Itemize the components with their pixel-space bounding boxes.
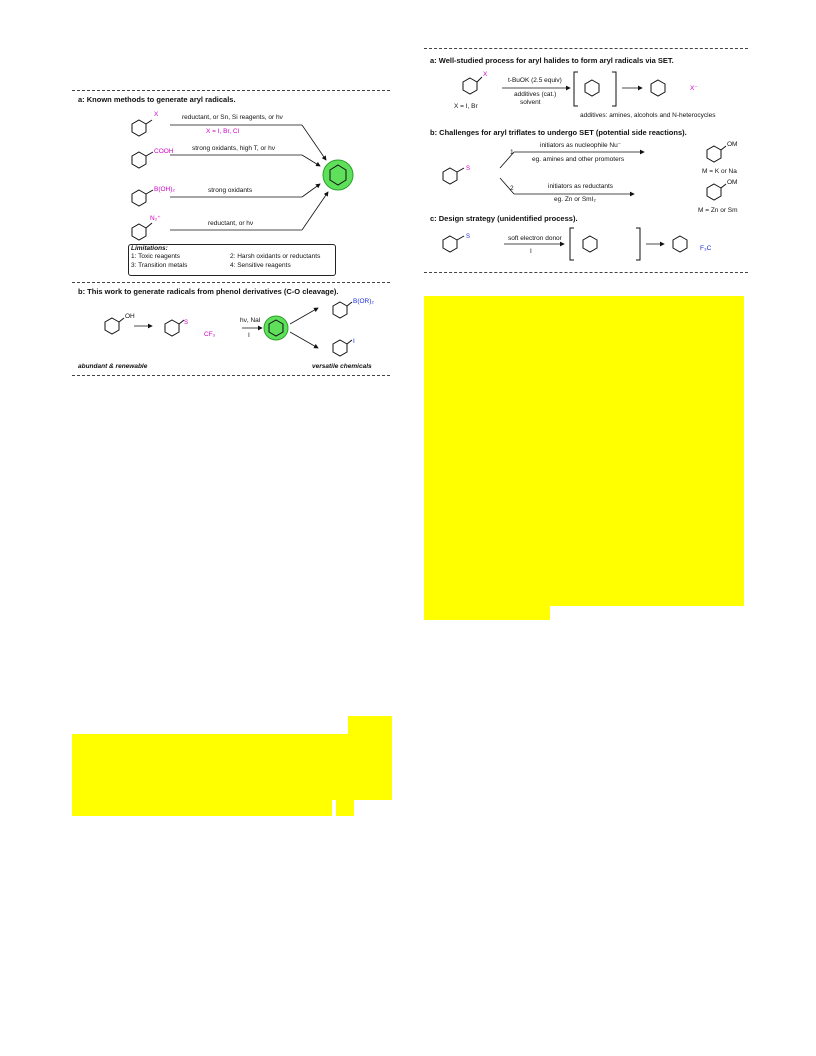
c-cond-bottom: I	[530, 248, 532, 255]
aryl-halide-structure	[131, 119, 153, 137]
path2-product-m: M = Zn or Sm	[698, 207, 738, 214]
left-figure: a: Known methods to generate aryl radica…	[72, 88, 392, 380]
x-label: X	[483, 71, 488, 78]
benzoic-acid-structure	[131, 151, 154, 169]
path1-product-m: M = K or Na	[702, 168, 737, 175]
caption-left: abundant & renewable	[78, 363, 148, 370]
divider	[72, 375, 390, 376]
highlight-block-left-end	[336, 800, 354, 816]
panel-b-title: b: Challenges for aryl triflates to unde…	[430, 128, 687, 137]
om-bottom: OM	[727, 179, 738, 186]
caption-right: versatile chemicals	[312, 363, 372, 370]
highlight-block-left-head	[348, 716, 392, 734]
panel-c-title: c: Design strategy (unidentified process…	[430, 214, 578, 223]
diazonium-structure	[131, 222, 153, 241]
lim4: 4: Sensitive reagents	[230, 262, 291, 269]
cond-top: hν, NaI	[240, 317, 261, 324]
cond-bottom: solvent	[520, 99, 541, 106]
convergent-arrows	[170, 124, 354, 231]
path2-num: 2	[510, 185, 514, 192]
cond-bottom: I	[248, 332, 250, 339]
panel-b-title: b: This work to generate radicals from p…	[78, 287, 339, 296]
limitations-box	[128, 244, 336, 276]
panel-a-title: a: Known methods to generate aryl radica…	[78, 95, 236, 104]
arrow1-top: reductant, or Sn, Si reagents, or hν	[182, 114, 283, 121]
sub-x: X	[154, 111, 159, 118]
lim2: 2: Harsh oxidants or reductants	[230, 253, 321, 260]
f3c-label: F₃C	[700, 245, 712, 252]
arrow4-top: reductant, or hν	[208, 220, 254, 227]
highlight-block-left-tail	[72, 800, 332, 816]
sub-cooh: COOH	[154, 148, 174, 155]
path1-bottom: eg. amines and other promoters	[532, 156, 625, 163]
tf-label: CF₃	[204, 331, 216, 338]
phenol-scheme: S	[104, 301, 353, 357]
svg-text:S: S	[466, 166, 470, 172]
cond-top: t-BuOK (2.5 equiv)	[508, 77, 562, 84]
arrow3-top: strong oxidants	[208, 187, 253, 194]
om-top: OM	[727, 141, 738, 148]
design-scheme: S	[442, 227, 688, 261]
set-scheme	[462, 71, 666, 107]
svg-text:S: S	[184, 320, 188, 326]
arrow1-bottom: X = I, Br, Cl	[206, 128, 240, 135]
lim3: 3: Transition metals	[131, 262, 188, 269]
prod-iodo: I	[353, 338, 355, 345]
limitations-title: Limitations:	[131, 245, 168, 252]
divider	[72, 90, 390, 91]
lim1: 1: Toxic reagents	[131, 253, 181, 260]
highlight-block-right-tail	[424, 606, 550, 620]
divider	[72, 282, 390, 283]
anion: X⁻	[690, 85, 698, 92]
path2-top: initiators as reductants	[548, 183, 614, 190]
c-cond-top: soft electron donor	[508, 235, 562, 242]
x-def: X = I, Br	[454, 103, 478, 110]
sub-n2: N₂⁺	[150, 215, 161, 222]
path2-bottom: eg. Zn or SmI₂	[554, 196, 596, 203]
highlight-block-left	[72, 734, 392, 800]
svg-text:S: S	[466, 234, 470, 240]
path1-top: initiators as nucleophile Nu⁻	[540, 142, 622, 149]
path1-num: 1	[510, 149, 514, 156]
sub-boh2: B(OH)₂	[154, 186, 175, 193]
oh-label: OH	[125, 313, 135, 320]
arrow2-top: strong oxidants, high T, or hν	[192, 145, 275, 152]
right-figure: a: Well-studied process for aryl halides…	[424, 46, 750, 276]
cond-mid: additives (cat.)	[514, 91, 557, 98]
additives: additives: amines, alcohols and N-hetero…	[580, 112, 716, 119]
divider	[424, 48, 748, 49]
prod-boron: B(OR)₂	[353, 298, 374, 305]
divider	[424, 272, 748, 273]
boronic-acid-structure	[131, 189, 154, 207]
panel-a-title: a: Well-studied process for aryl halides…	[430, 56, 674, 65]
triflate-scheme: S	[442, 145, 727, 201]
highlight-block-right	[424, 296, 744, 606]
